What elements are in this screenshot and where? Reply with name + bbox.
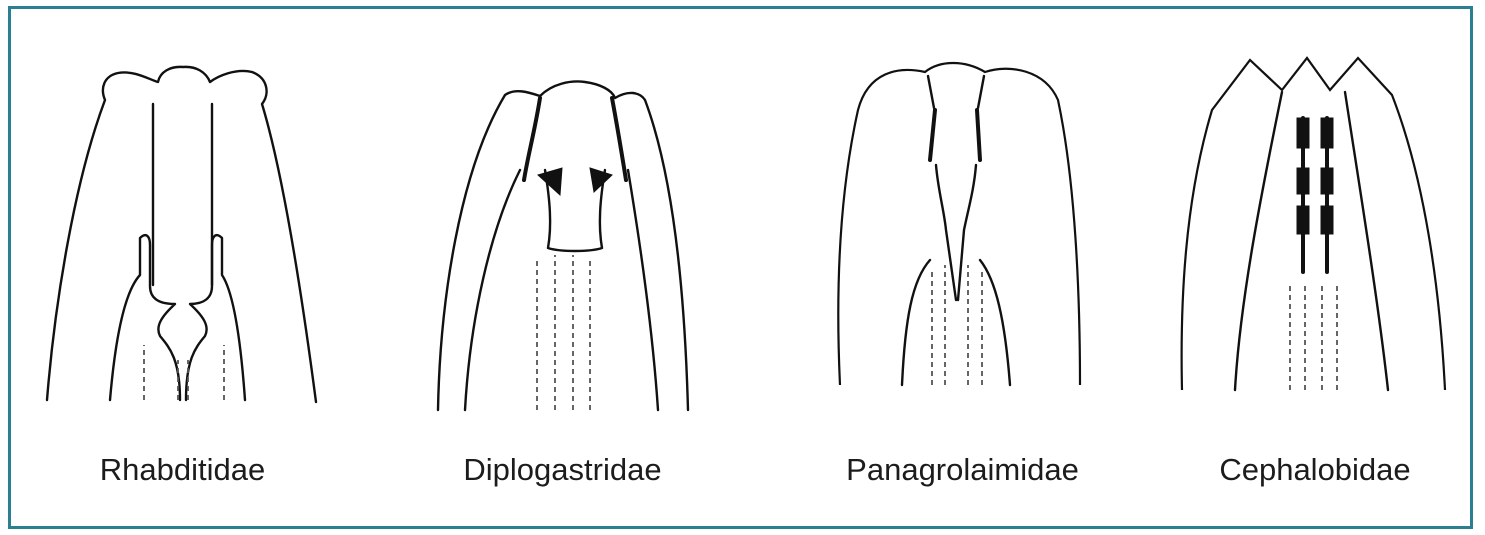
diplogastridae-inner-wall <box>465 170 658 410</box>
diplogastridae-body-outline <box>438 82 688 410</box>
rhabditidae-head-drawing <box>47 67 316 402</box>
caption-cephalobidae: Cephalobidae <box>1180 452 1450 492</box>
caption-rhabditidae: Rhabditidae <box>50 452 315 492</box>
cephalobidae-body-outline <box>1182 58 1445 390</box>
cephalobidae-pharynx-lumen <box>1290 282 1337 390</box>
diplogastridae-cheilostom <box>524 98 626 180</box>
panagrolaimidae-stoma-rods <box>930 110 980 160</box>
diplogastridae-tooth-right <box>590 168 612 192</box>
cephalobidae-inner-wall <box>1235 92 1388 390</box>
panagrolaimidae-head-drawing <box>838 63 1080 385</box>
rhabditidae-stoma-wall <box>153 104 212 285</box>
rhabditidae-pharynx-lumen <box>144 345 224 400</box>
panagrolaimidae-pharynx <box>902 260 1010 385</box>
panagrolaimidae-pharynx-lumen <box>932 265 982 385</box>
panagrolaimidae-body-outline <box>838 63 1080 385</box>
rhabditidae-body-outline <box>47 67 316 402</box>
diplogastridae-head-drawing <box>438 82 688 410</box>
cephalobidae-stoma-blocks <box>1297 118 1333 234</box>
rhabditidae-pharynx <box>110 235 245 400</box>
caption-diplogastridae: Diplogastridae <box>430 452 695 492</box>
diplogastridae-pharynx-lumen <box>537 255 590 410</box>
cephalobidae-head-drawing <box>1182 58 1445 390</box>
caption-panagrolaimidae: Panagrolaimidae <box>820 452 1105 492</box>
diplogastridae-tooth-left <box>538 168 562 195</box>
